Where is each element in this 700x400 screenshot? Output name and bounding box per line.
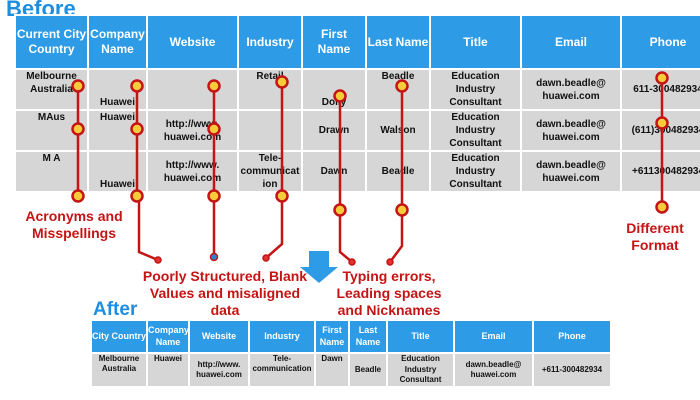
marker-dot <box>71 79 85 93</box>
header-phone: Phone <box>534 321 610 352</box>
cell-last-name: Walson <box>367 111 429 150</box>
marker-dot <box>395 79 409 93</box>
cell-company-name: Huawei <box>148 354 188 386</box>
cell-city-country: M A <box>16 152 87 191</box>
annotation-poorly-structured: Poorly Structured, Blank Values and misa… <box>142 268 308 318</box>
header-title: Title <box>388 321 453 352</box>
marker-dot <box>655 200 669 214</box>
endpoint-dot <box>262 254 270 262</box>
cell-first-name: Dolly <box>303 70 365 109</box>
marker-dot <box>333 203 347 217</box>
header-company-name: Company Name <box>89 16 146 68</box>
marker-dot <box>130 79 144 93</box>
cell-first-name: Dawn <box>316 354 348 386</box>
cell-industry: Tele- communicat ion <box>239 152 301 191</box>
cell-title: Education Industry Consultant <box>431 152 520 191</box>
header-first-name: First Name <box>316 321 348 352</box>
table-row: Melbourne Australia Huawei http://www. h… <box>92 354 610 386</box>
after-heading: After <box>93 299 138 320</box>
cell-website: http://www. huawei.com <box>148 152 237 191</box>
marker-dot <box>275 75 289 89</box>
annotation-different-format: Different Format <box>626 220 684 253</box>
cell-first-name: Drawn <box>303 111 365 150</box>
header-website: Website <box>190 321 248 352</box>
cell-industry: Tele- communication <box>250 354 314 386</box>
cell-website: http://www. huawei.com <box>148 111 237 150</box>
connector-line-first-name <box>338 96 353 263</box>
marker-dot <box>655 71 669 85</box>
marker-dot <box>207 79 221 93</box>
cell-email: dawn.beadle@ huawei.com <box>522 111 620 150</box>
header-last-name: Last Name <box>367 16 429 68</box>
header-email: Email <box>455 321 532 352</box>
header-city-country: City Country <box>92 321 146 352</box>
marker-dot <box>275 189 289 203</box>
after-header-row: City Country Company Name Website Indust… <box>92 321 610 352</box>
cell-last-name: Beadle <box>367 152 429 191</box>
header-company-name: Company Name <box>148 321 189 352</box>
table-row: MAus Huawei http://www. huawei.com Drawn… <box>16 111 700 150</box>
endpoint-dot <box>386 258 394 266</box>
header-email: Email <box>522 16 620 68</box>
cell-city-country: Melbourne Australia <box>92 354 146 386</box>
header-industry: Industry <box>250 321 314 352</box>
marker-dot <box>130 122 144 136</box>
cell-title: Education Industry Consultant <box>431 70 520 109</box>
header-phone: Phone <box>622 16 700 68</box>
endpoint-dot <box>348 258 356 266</box>
header-last-name: Last Name <box>350 321 386 352</box>
cell-website <box>148 70 237 109</box>
marker-dot <box>207 122 221 136</box>
cell-phone: +611-300482934 <box>534 354 610 386</box>
cell-title: Education Industry Consultant <box>388 354 453 386</box>
endpoint-dot <box>154 256 162 264</box>
cell-email: dawn.beadle@ huawei.com <box>522 152 620 191</box>
before-header-row: Current City Country Company Name Websit… <box>16 16 700 68</box>
connector-line-industry <box>265 82 284 259</box>
marker-dot <box>655 116 669 130</box>
connector-line-company <box>135 86 159 262</box>
after-table: City Country Company Name Website Indust… <box>90 319 612 388</box>
header-website: Website <box>148 16 237 68</box>
cell-industry: Retail <box>239 70 301 109</box>
cell-industry <box>239 111 301 150</box>
annotation-typing-errors: Typing errors, Leading spaces and Nickna… <box>336 268 442 318</box>
annotation-acronyms: Acronyms and Misspellings <box>25 208 123 241</box>
header-first-name: First Name <box>303 16 365 68</box>
connector-line-last-name <box>389 86 404 263</box>
marker-dot <box>207 189 221 203</box>
cell-first-name: Dawn <box>303 152 365 191</box>
down-arrow-icon <box>300 251 338 283</box>
cell-title: Education Industry Consultant <box>431 111 520 150</box>
header-industry: Industry <box>239 16 301 68</box>
marker-dot <box>395 203 409 217</box>
cell-email: dawn.beadle@ huawei.com <box>455 354 532 386</box>
marker-dot <box>333 89 347 103</box>
cell-email: dawn.beadle@ huawei.com <box>522 70 620 109</box>
cell-website: http://www. huawei.com <box>190 354 248 386</box>
header-title: Title <box>431 16 520 68</box>
cell-last-name: Beadle <box>350 354 386 386</box>
endpoint-dot <box>209 252 219 262</box>
marker-dot <box>71 122 85 136</box>
table-row: Melbourne Australia Huawei Retail Dolly … <box>16 70 700 109</box>
header-city-country: Current City Country <box>16 16 87 68</box>
marker-dot <box>71 189 85 203</box>
marker-dot <box>130 189 144 203</box>
